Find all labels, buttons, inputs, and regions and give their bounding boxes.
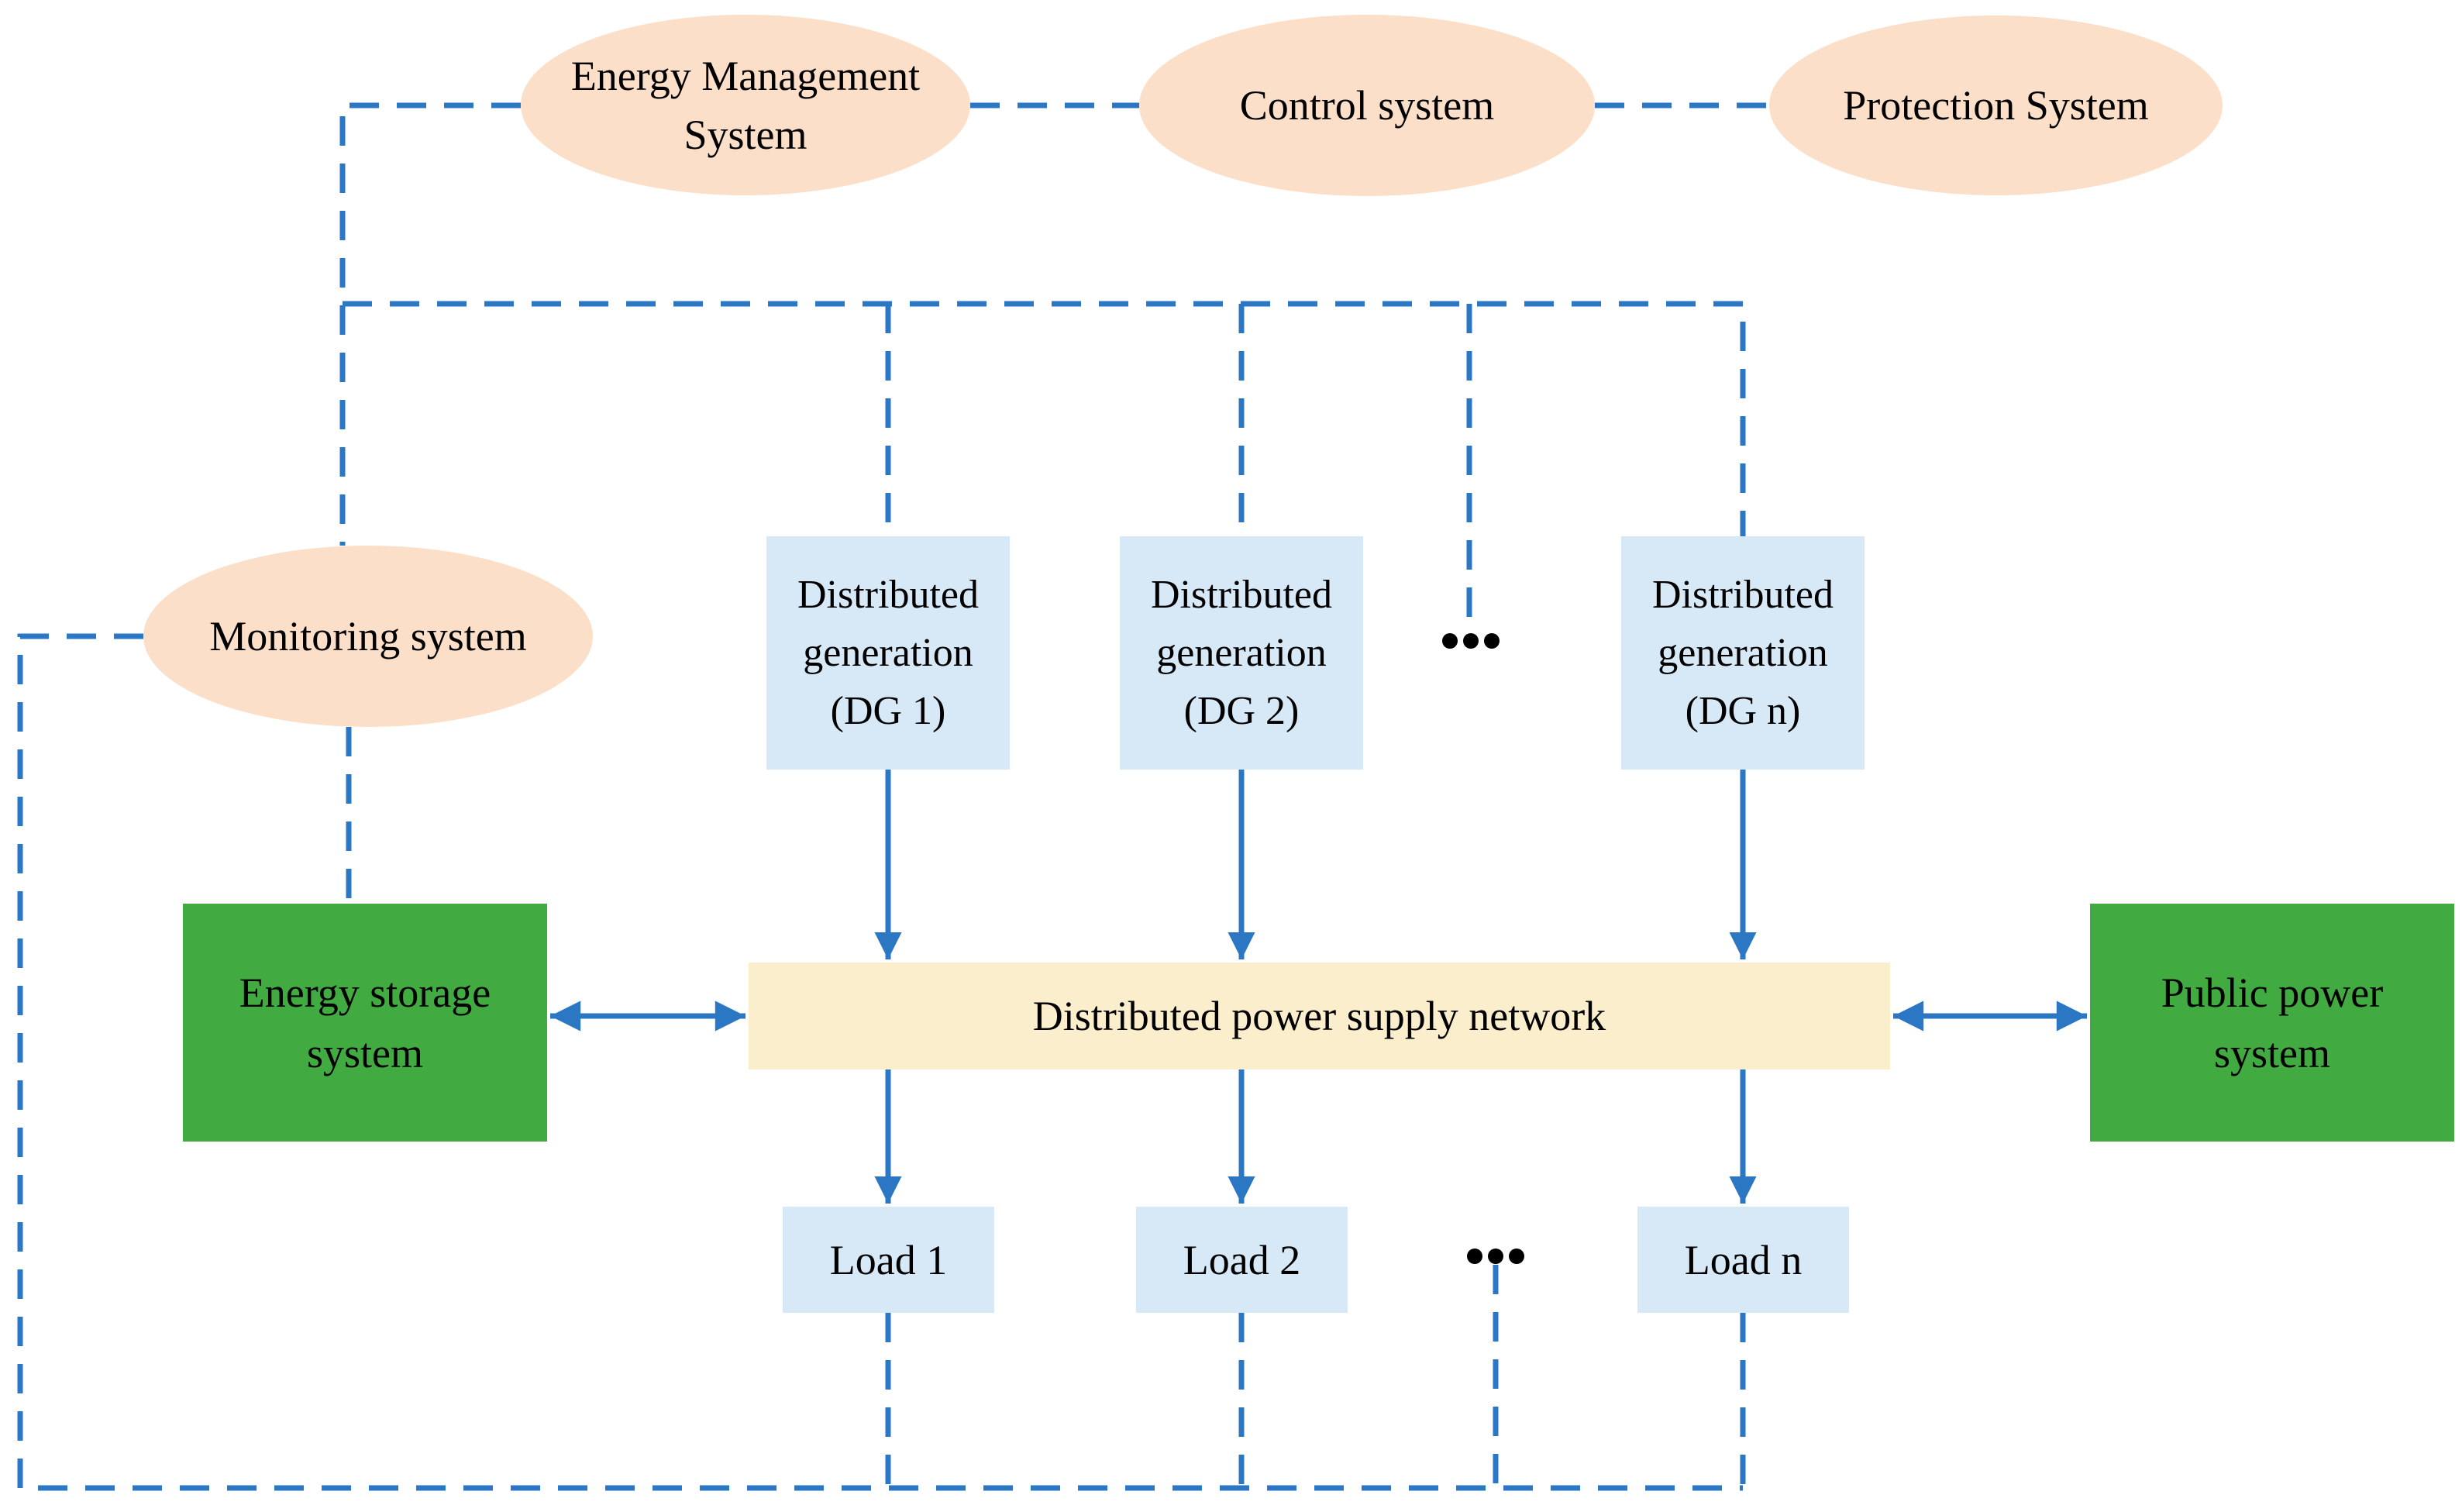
- monitoring-system-label: Monitoring system: [209, 613, 527, 660]
- public-power-system-label: Public power system: [2161, 969, 2384, 1076]
- ellipse-monitoring-system: Monitoring system: [143, 546, 593, 727]
- dashed-link-ems-monitoring: [339, 102, 521, 546]
- protection-system-label: Protection System: [1843, 82, 2149, 129]
- ellipse-energy-management-system: Energy Management System: [521, 15, 970, 195]
- load2-box: Load 2: [1136, 1207, 1348, 1313]
- energy-storage-system-label: Energy storage system: [239, 969, 491, 1076]
- dgn-label: Distributed generation (DG n): [1652, 573, 1834, 733]
- dgn-box: Distributed generation (DG n): [1621, 536, 1865, 770]
- dashed-bus-to-dg-n: [343, 301, 1746, 536]
- ellipse-protection-system: Protection System: [1769, 15, 2223, 195]
- dg1-label: Distributed generation (DG 1): [797, 573, 979, 733]
- dashed-link-monitoring-loads: [17, 633, 1743, 1491]
- control-system-label: Control system: [1239, 82, 1495, 129]
- dg-ellipsis-dots: [1442, 633, 1500, 649]
- network-label: Distributed power supply network: [1032, 993, 1606, 1039]
- ellipse-control-system: Control system: [1139, 15, 1595, 196]
- load-ellipsis-dots: [1467, 1249, 1524, 1264]
- energy-management-system-label: Energy Management System: [570, 52, 921, 158]
- public-power-system-box: Public power system: [2090, 904, 2454, 1142]
- load1-label: Load 1: [829, 1236, 948, 1283]
- loadn-label: Load n: [1684, 1236, 1803, 1283]
- dg1-box: Distributed generation (DG 1): [766, 536, 1010, 770]
- loadn-box: Load n: [1637, 1207, 1849, 1313]
- dg2-box: Distributed generation (DG 2): [1120, 536, 1363, 770]
- load2-label: Load 2: [1183, 1236, 1301, 1283]
- energy-storage-system-box: Energy storage system: [183, 904, 547, 1142]
- dg2-label: Distributed generation (DG 2): [1151, 573, 1332, 733]
- load1-box: Load 1: [783, 1207, 994, 1313]
- distributed-power-supply-network-bar: Distributed power supply network: [749, 963, 1890, 1069]
